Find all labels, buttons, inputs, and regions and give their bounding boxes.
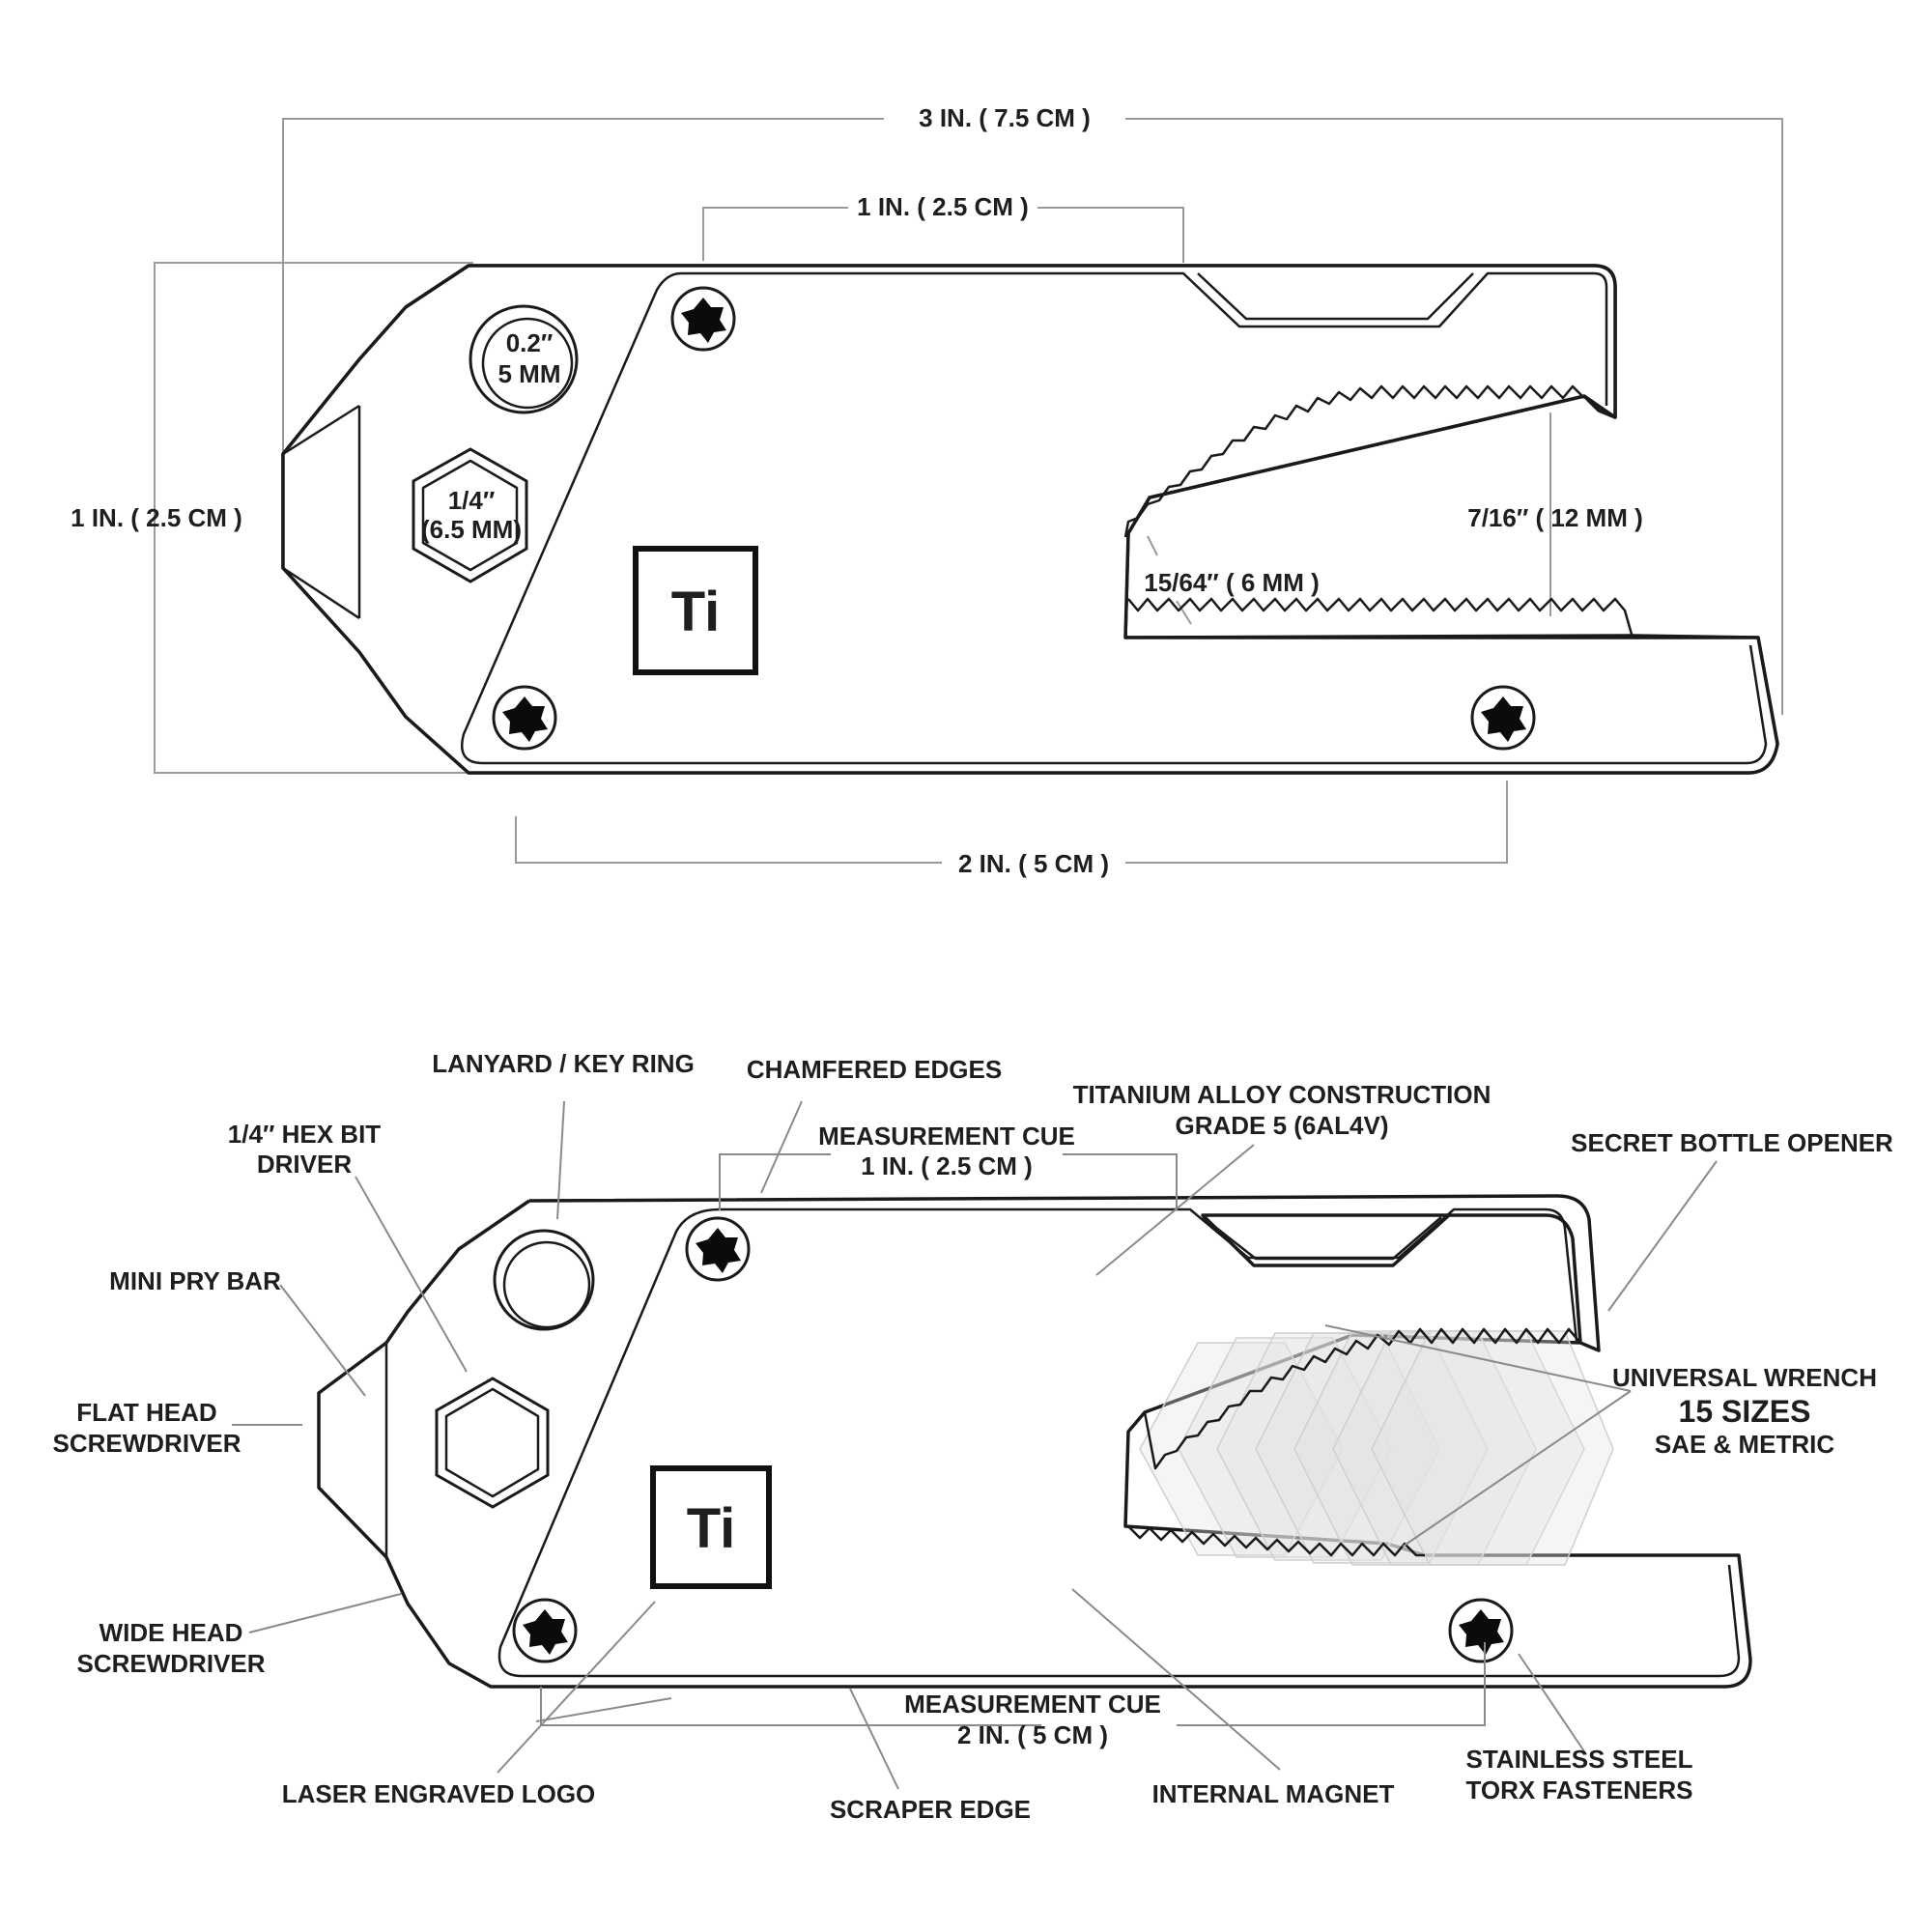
lanyard-key-ring-hole — [493, 1229, 595, 1331]
titanium-logo: Ti — [633, 546, 758, 675]
label-chamfered-edges: CHAMFERED EDGES — [747, 1055, 1002, 1084]
label-wide-head-line2: SCREWDRIVER — [76, 1649, 265, 1678]
label-flat-head-line2: SCREWDRIVER — [52, 1429, 241, 1458]
label-hex-driver-line2: DRIVER — [257, 1150, 352, 1179]
feature-bottle-opener-notch — [1202, 1216, 1442, 1261]
bottle-opener-notch — [1197, 272, 1474, 321]
label-measure-bottom-line1: MEASUREMENT CUE — [904, 1690, 1161, 1719]
feature-wrench-teeth — [1127, 1327, 1581, 1557]
round-hole-size-imperial: 0.2″ — [506, 328, 554, 357]
feature-torx-fastener-bottom-right — [1448, 1598, 1514, 1663]
feature-torx-fastener-top-left — [685, 1216, 751, 1282]
feature-titanium-logo: Ti — [650, 1465, 772, 1589]
leader-lines — [232, 1100, 1718, 1790]
hex-bit-driver — [435, 1377, 550, 1509]
hex-hole-quarter-inch: 1/4″ (6.5 MM) — [412, 447, 528, 583]
feature-logo-text: Ti — [687, 1497, 736, 1560]
overall-length-label: 3 IN. ( 7.5 CM ) — [919, 103, 1091, 132]
label-pry-bar: MINI PRY BAR — [109, 1266, 281, 1295]
label-scraper-edge: SCRAPER EDGE — [830, 1795, 1031, 1824]
dimension-view: 0.2″ 5 MM 1/4″ (6.5 MM) Ti 3 IN — [71, 103, 1783, 878]
label-wide-head-line1: WIDE HEAD — [99, 1618, 243, 1647]
feature-torx-fastener-bottom-left — [512, 1598, 578, 1663]
top-span-label: 1 IN. ( 2.5 CM ) — [857, 192, 1029, 221]
torx-fastener-bottom-left — [492, 685, 557, 751]
label-laser-logo: LASER ENGRAVED LOGO — [282, 1779, 596, 1808]
hex-hole-size-metric: (6.5 MM) — [421, 515, 522, 544]
label-measure-top-line2: 1 IN. ( 2.5 CM ) — [861, 1151, 1033, 1180]
label-torx-line1: STAINLESS STEEL — [1466, 1745, 1693, 1774]
label-flat-head-line1: FLAT HEAD — [76, 1398, 216, 1427]
wrench-min-label: 15/64″ ( 6 MM ) — [1144, 568, 1320, 597]
label-measure-bottom-line2: 2 IN. ( 5 CM ) — [957, 1720, 1108, 1749]
label-bottle-opener: SECRET BOTTLE OPENER — [1571, 1128, 1893, 1157]
label-titanium-line2: GRADE 5 (6AL4V) — [1175, 1111, 1388, 1140]
feature-view: Ti LANYARD / KEY RING C — [52, 1049, 1893, 1824]
universal-wrench-sizes — [1139, 1330, 1614, 1566]
label-wrench-line2: 15 SIZES — [1679, 1394, 1811, 1429]
label-lanyard: LANYARD / KEY RING — [432, 1049, 695, 1078]
wrench-jaw-teeth — [1123, 384, 1634, 639]
label-measure-top-line1: MEASUREMENT CUE — [818, 1122, 1075, 1151]
torx-fastener-bottom-right — [1470, 685, 1536, 751]
label-internal-magnet: INTERNAL MAGNET — [1152, 1779, 1395, 1808]
label-titanium-line1: TITANIUM ALLOY CONSTRUCTION — [1073, 1080, 1492, 1109]
round-hole-5mm: 0.2″ 5 MM — [469, 304, 579, 414]
logo-text: Ti — [671, 581, 721, 643]
label-torx-line2: TORX FASTENERS — [1465, 1776, 1692, 1804]
label-wrench-line1: UNIVERSAL WRENCH — [1612, 1363, 1877, 1392]
inner-plate — [461, 271, 1768, 765]
label-wrench-line3: SAE & METRIC — [1655, 1430, 1835, 1459]
torx-fastener-top-left — [670, 286, 736, 352]
hex-hole-size-imperial: 1/4″ — [448, 486, 496, 515]
pry-bar-facets — [282, 404, 361, 620]
label-hex-driver-line1: 1/4″ HEX BIT — [228, 1120, 382, 1149]
height-label: 1 IN. ( 2.5 CM ) — [71, 503, 242, 532]
bottom-span-label: 2 IN. ( 5 CM ) — [958, 849, 1109, 878]
dimension-lines — [154, 118, 1783, 864]
feature-labels: LANYARD / KEY RING CHAMFERED EDGES TITAN… — [52, 1049, 1893, 1824]
wrench-max-label: 7/16″ ( 12 MM ) — [1467, 503, 1643, 532]
round-hole-size-metric: 5 MM — [498, 359, 561, 388]
